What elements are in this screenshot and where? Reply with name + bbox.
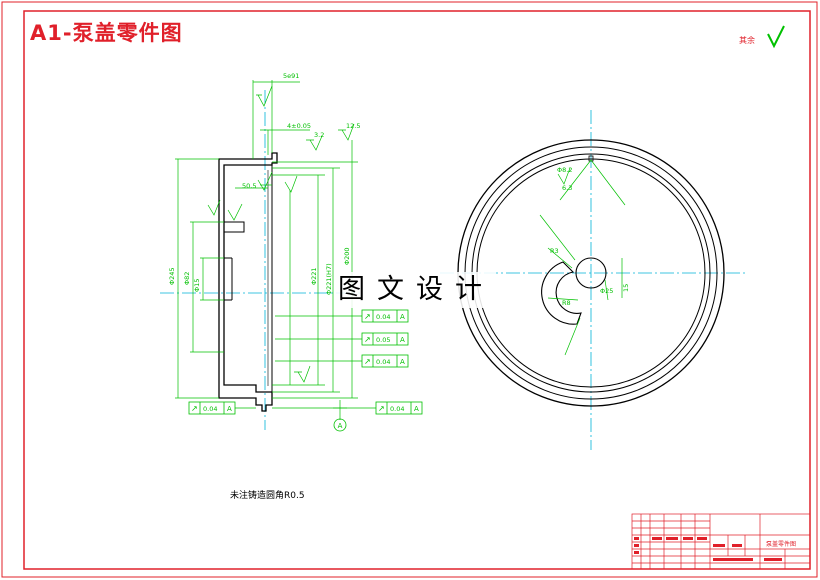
dim-phi15: Φ15 — [193, 279, 201, 292]
title-block-marks — [634, 537, 782, 561]
tolerance-frame-5: ↗ 0.04 A — [375, 401, 423, 415]
svg-text:A: A — [400, 358, 405, 366]
section-view: A 5e91 4±0.05 50.5 3.2 Φ245 Φ82 Φ15 Φ221… — [160, 72, 423, 432]
svg-text:A: A — [227, 405, 232, 413]
dim-12: 12.5 — [346, 122, 360, 130]
svg-text:A: A — [400, 313, 405, 321]
svg-text:↗: ↗ — [378, 404, 385, 413]
dim-phi221b: Φ221(H7) — [325, 263, 333, 295]
dim-5e91: 5e91 — [283, 72, 299, 80]
svg-text:0.04: 0.04 — [390, 405, 404, 413]
svg-text:0.05: 0.05 — [376, 336, 390, 344]
dim-4e85: 4±0.05 — [287, 122, 311, 130]
roughness-check-icon — [767, 25, 785, 49]
dim-phi82b: Φ8.2 — [557, 166, 572, 174]
dim-50: 50.5 — [242, 182, 256, 190]
dim-63: 6.3 — [562, 184, 572, 192]
dim-phi245: Φ245 — [168, 267, 176, 285]
svg-text:↗: ↗ — [364, 312, 371, 321]
datum-a-label: A — [338, 422, 343, 430]
svg-text:0.04: 0.04 — [376, 358, 390, 366]
inner-border — [23, 10, 811, 570]
title-block-name: 泵盖零件图 — [766, 541, 797, 548]
tolerance-frame-4: ↗ 0.04 A — [188, 401, 236, 415]
dim-phi82: Φ82 — [183, 272, 191, 285]
dim-15: 15 — [622, 284, 630, 292]
svg-text:↗: ↗ — [364, 335, 371, 344]
technical-note: 未注铸造圆角R0.5 — [230, 491, 305, 501]
roughness-note: 其余 — [739, 36, 755, 45]
dim-3-2: 3.2 — [314, 131, 324, 139]
svg-text:0.04: 0.04 — [376, 313, 390, 321]
svg-text:↗: ↗ — [191, 404, 198, 413]
svg-text:0.04: 0.04 — [203, 405, 217, 413]
title-block — [631, 513, 811, 570]
svg-text:A: A — [414, 405, 419, 413]
datum-a-symbol — [333, 418, 347, 432]
drawing-title: A1-泵盖零件图 — [30, 21, 183, 45]
dim-phi200: Φ200 — [343, 247, 351, 265]
watermark: 图文设计 — [336, 272, 496, 308]
dim-r8: R8 — [562, 299, 571, 307]
tolerance-frame-1: ↗ 0.04 A — [361, 309, 409, 323]
dim-phi25: Φ25 — [600, 287, 613, 295]
svg-text:↗: ↗ — [364, 357, 371, 366]
dim-phi221: Φ221 — [310, 267, 318, 285]
dim-r3: R3 — [550, 247, 559, 255]
tolerance-frame-2: ↗ 0.05 A — [361, 332, 409, 346]
svg-text:A: A — [400, 336, 405, 344]
tolerance-frame-3: ↗ 0.04 A — [361, 354, 409, 368]
